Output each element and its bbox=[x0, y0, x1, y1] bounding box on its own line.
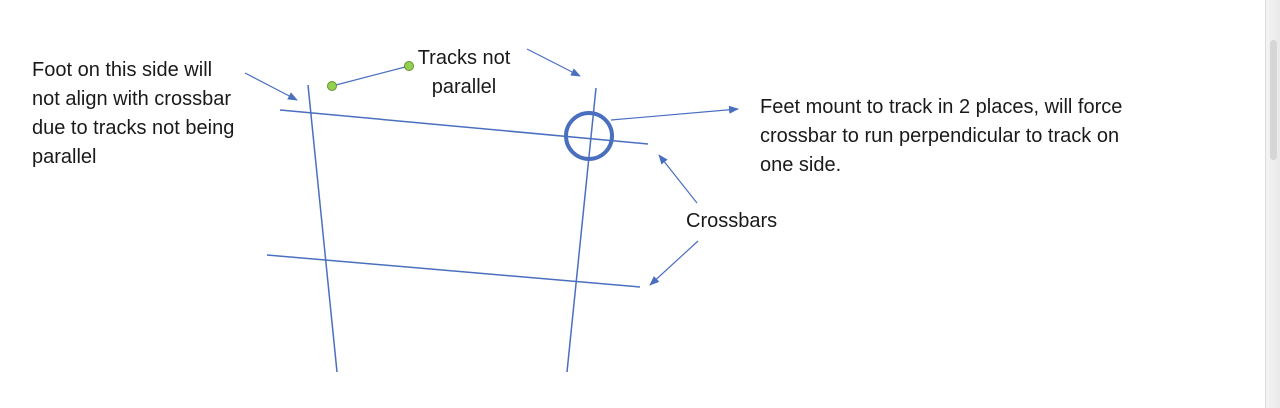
foot-alignment-note: Foot on this side will not align with cr… bbox=[32, 56, 234, 172]
feet-note-arrow bbox=[610, 105, 739, 121]
feet-note-line-2: crossbar to run perpendicular to track o… bbox=[760, 125, 1120, 147]
tracks-note-connector bbox=[331, 65, 410, 87]
crossbars-arrow-lower bbox=[649, 240, 699, 286]
feet-note-line-1: Feet mount to track in 2 places, will fo… bbox=[760, 96, 1123, 118]
feet-mount-note: Feet mount to track in 2 places, will fo… bbox=[760, 93, 1122, 180]
foot-note-line-3: due to tracks not being bbox=[32, 117, 235, 139]
tracks-note-line-1: Tracks not bbox=[417, 47, 511, 69]
connector-handle-end bbox=[327, 81, 337, 91]
lower-crossbar-line bbox=[266, 254, 641, 288]
crossbars-arrow-upper bbox=[658, 154, 698, 204]
tracks-note-arrow bbox=[526, 48, 581, 77]
scrollbar-thumb[interactable] bbox=[1270, 40, 1277, 160]
foot-note-arrow bbox=[244, 72, 298, 101]
upper-crossbar-line bbox=[279, 109, 649, 145]
left-track-line bbox=[307, 84, 338, 373]
mount-point-highlight-circle bbox=[564, 111, 614, 161]
feet-note-line-3: one side. bbox=[760, 154, 842, 176]
vertical-scrollbar[interactable] bbox=[1265, 0, 1280, 408]
tracks-not-parallel-note: Tracks not parallel bbox=[410, 44, 518, 102]
foot-note-line-1: Foot on this side will bbox=[32, 59, 213, 81]
right-track-line bbox=[566, 87, 597, 373]
crossbars-label: Crossbars bbox=[686, 210, 778, 232]
connector-handle-start bbox=[404, 61, 414, 71]
tracks-note-line-2: parallel bbox=[431, 76, 497, 98]
foot-note-line-4: parallel bbox=[32, 146, 97, 168]
foot-note-line-2: not align with crossbar bbox=[32, 88, 231, 110]
